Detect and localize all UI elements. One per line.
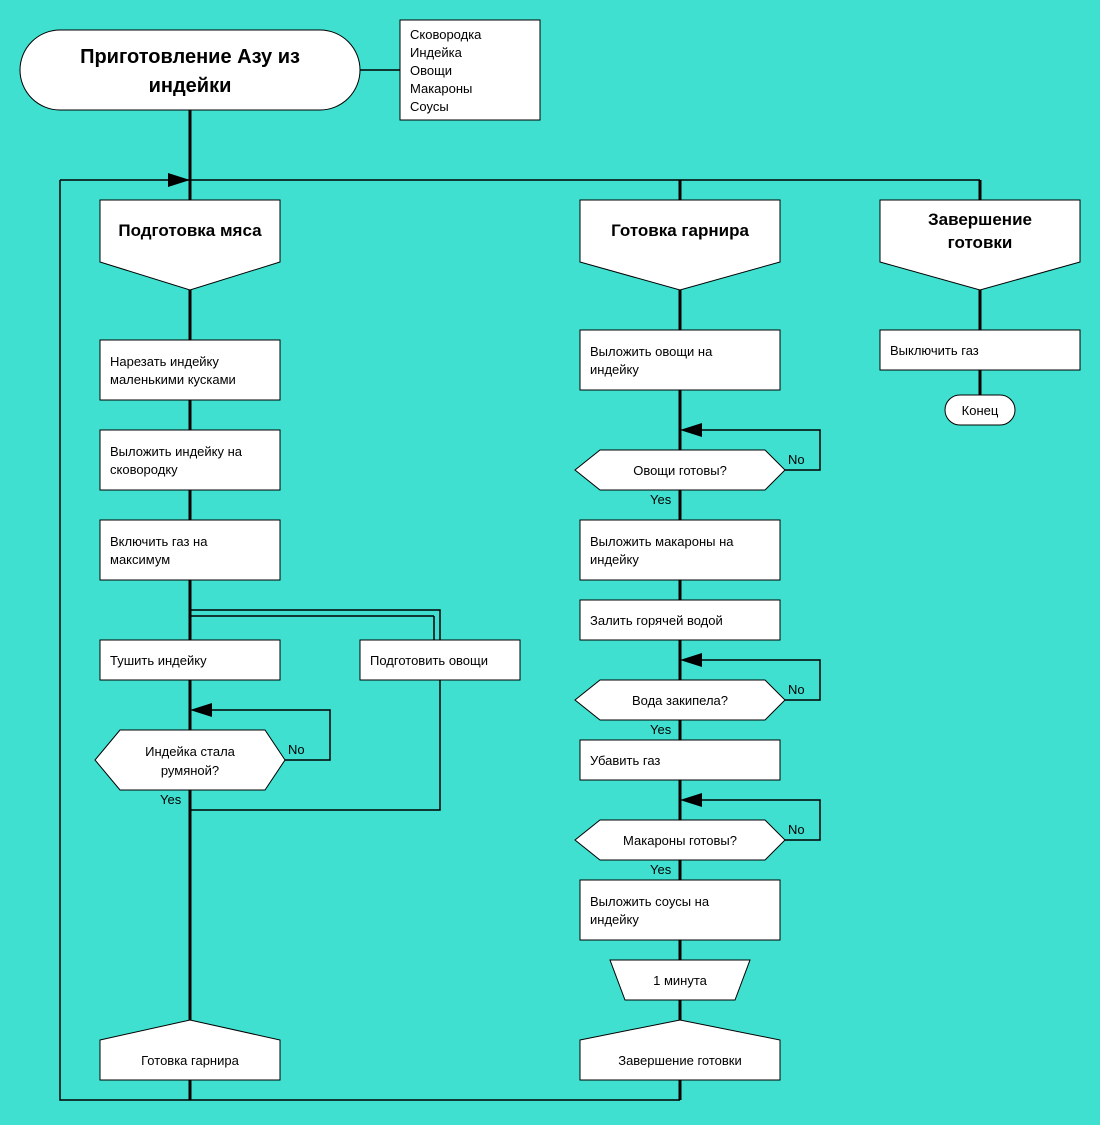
step-put-vegetables: Выложить овощи на индейку <box>579 329 781 391</box>
title-line-2: индейки <box>149 75 232 97</box>
step-turn-off-gas: Выключить газ <box>879 329 1081 371</box>
ingredient-item: Овощи <box>410 63 452 78</box>
svg-text:Вода закипела?: Вода закипела? <box>632 693 728 708</box>
svg-text:Готовка гарнира: Готовка гарнира <box>611 221 749 240</box>
svg-text:Конец: Конец <box>962 403 999 418</box>
step-put-pasta: Выложить макароны на индейку <box>579 519 781 581</box>
svg-text:Готовка гарнира: Готовка гарнира <box>141 1053 239 1068</box>
svg-text:индейку: индейку <box>590 362 639 377</box>
step-cut-turkey: Нарезать индейку маленькими кусками <box>99 339 281 401</box>
ingredient-item: Индейка <box>410 45 463 60</box>
svg-text:Тушить индейку: Тушить индейку <box>110 653 207 668</box>
svg-text:готовки: готовки <box>948 233 1013 252</box>
step-gas-max: Включить газ на максимум <box>99 519 281 581</box>
svg-text:сковородку: сковородку <box>110 462 178 477</box>
svg-text:максимум: максимум <box>110 552 170 567</box>
step-reduce-gas: Убавить газ <box>579 739 781 781</box>
svg-text:Включить газ на: Включить газ на <box>110 534 208 549</box>
step-prepare-vegetables: Подготовить овощи <box>359 639 521 681</box>
svg-text:Подготовить овощи: Подготовить овощи <box>370 653 488 668</box>
arrowheads <box>168 173 702 807</box>
delay-one-minute: 1 минута <box>609 959 751 1001</box>
svg-text:Завершение готовки: Завершение готовки <box>618 1053 742 1068</box>
yes-label: Yes <box>650 492 672 507</box>
step-put-turkey: Выложить индейку на сковородку <box>99 429 281 491</box>
svg-text:маленькими кусками: маленькими кусками <box>110 372 236 387</box>
yes-label: Yes <box>160 792 182 807</box>
decision-turkey-browned: Индейка стала румяной? <box>94 729 286 791</box>
thin-connectors <box>59 69 980 1101</box>
no-label: No <box>288 742 305 757</box>
title-line-1: Приготовление Азу из <box>80 46 300 68</box>
svg-text:Индейка стала: Индейка стала <box>145 744 236 759</box>
step-put-sauces: Выложить соусы на индейку <box>579 879 781 941</box>
no-label: No <box>788 822 805 837</box>
svg-text:Выложить макароны на: Выложить макароны на <box>590 534 734 549</box>
decision-pasta-ready: Макароны готовы? <box>574 819 786 861</box>
svg-text:Выложить овощи на: Выложить овощи на <box>590 344 713 359</box>
svg-text:индейку: индейку <box>590 912 639 927</box>
decision-water-boiled: Вода закипела? <box>574 679 786 721</box>
decision-vegetables-ready: Овощи готовы? <box>574 449 786 491</box>
step-pour-water: Залить горячей водой <box>579 599 781 641</box>
svg-text:индейку: индейку <box>590 552 639 567</box>
ingredient-item: Сковородка <box>410 27 482 42</box>
svg-text:Выключить газ: Выключить газ <box>890 343 979 358</box>
svg-text:Макароны готовы?: Макароны готовы? <box>623 833 737 848</box>
ingredient-item: Макароны <box>410 81 472 96</box>
svg-text:Подготовка мяса: Подготовка мяса <box>118 221 262 240</box>
no-label: No <box>788 682 805 697</box>
ingredients-box: Сковородка Индейка Овощи Макароны Соусы <box>399 19 541 121</box>
header-finish: Завершение готовки <box>879 199 1081 291</box>
no-label: No <box>788 452 805 467</box>
terminal-finish: Завершение готовки <box>579 1019 781 1081</box>
header-meat: Подготовка мяса <box>99 199 281 291</box>
step-stew-turkey: Тушить индейку <box>99 639 281 681</box>
svg-text:Убавить газ: Убавить газ <box>590 753 660 768</box>
end-terminator: Конец <box>944 394 1016 426</box>
yes-label: Yes <box>650 722 672 737</box>
svg-text:Выложить соусы на: Выложить соусы на <box>590 894 710 909</box>
svg-text:Выложить индейку на: Выложить индейку на <box>110 444 243 459</box>
header-garnish: Готовка гарнира <box>579 199 781 291</box>
svg-text:Овощи готовы?: Овощи готовы? <box>633 463 727 478</box>
terminal-garnish: Готовка гарнира <box>99 1019 281 1081</box>
title-terminator: Приготовление Азу из индейки <box>19 29 361 111</box>
svg-text:1 минута: 1 минута <box>653 973 708 988</box>
yes-label: Yes <box>650 862 672 877</box>
svg-text:румяной?: румяной? <box>161 763 219 778</box>
svg-text:Залить горячей водой: Залить горячей водой <box>590 613 723 628</box>
svg-text:Нарезать индейку: Нарезать индейку <box>110 354 219 369</box>
svg-text:Завершение: Завершение <box>928 210 1032 229</box>
ingredient-item: Соусы <box>410 99 449 114</box>
